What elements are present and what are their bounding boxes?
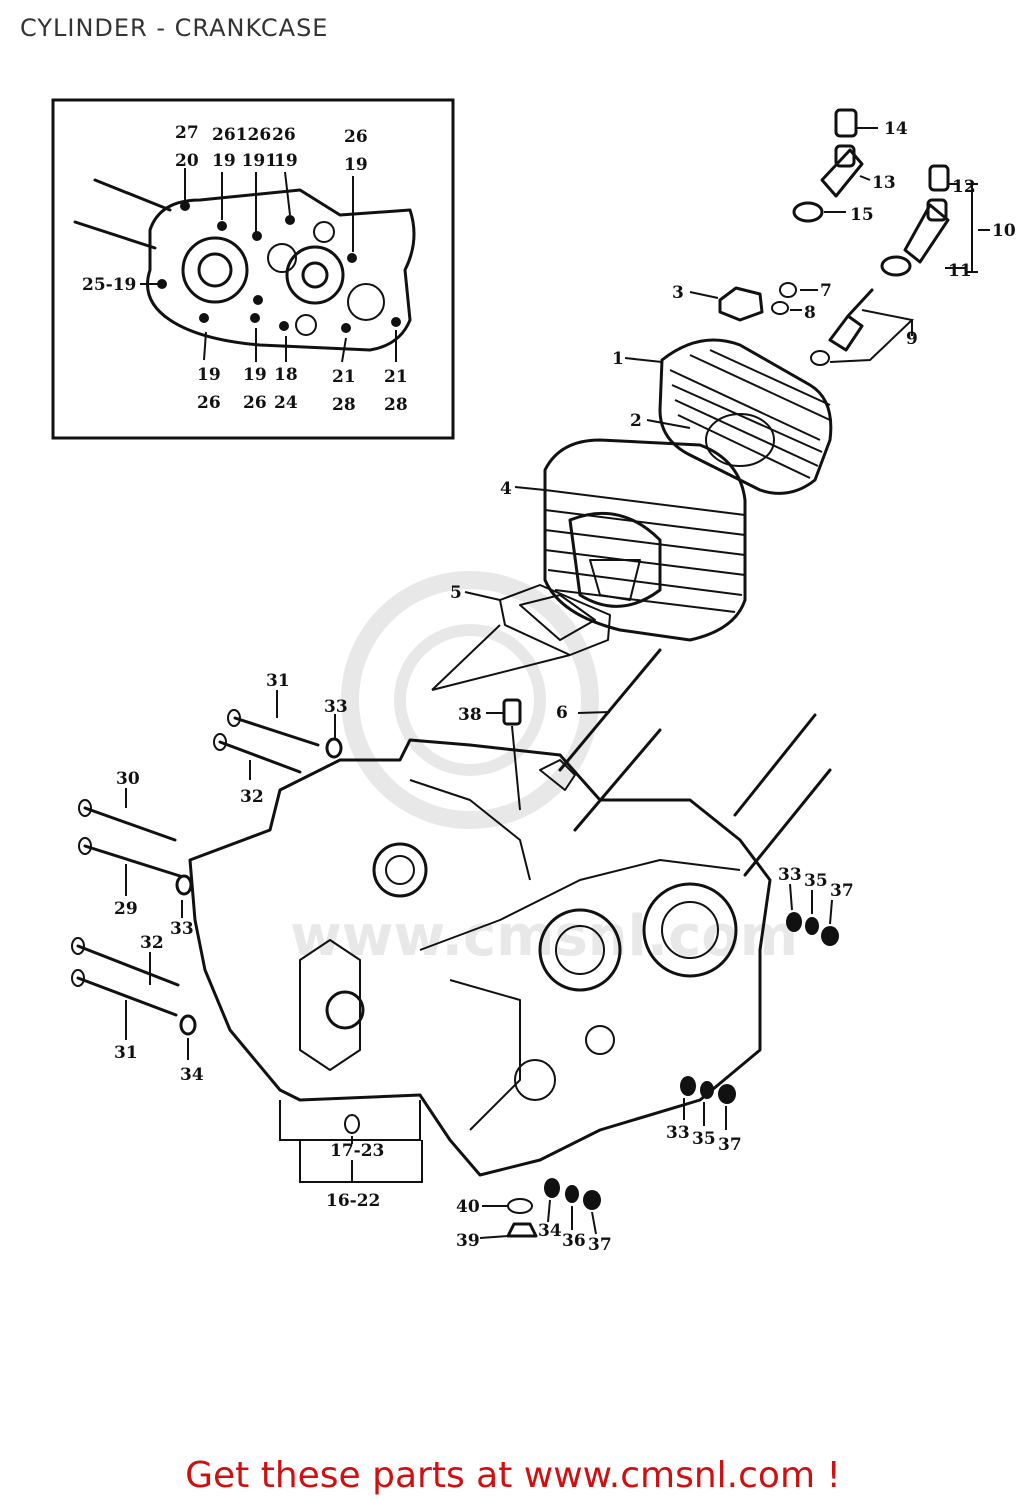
cylinder-gasket — [431, 584, 611, 691]
label-19: 19 — [344, 155, 368, 175]
label-31: 31 — [114, 1043, 138, 1063]
label-21: 21 — [332, 367, 356, 387]
footer-shop-link[interactable]: Get these parts at www.cmsnl.com ! — [185, 1455, 841, 1496]
label-35: 35 — [804, 871, 828, 891]
label-37: 37 — [718, 1135, 742, 1155]
label-8: 8 — [804, 303, 816, 323]
label-15: 15 — [850, 205, 874, 225]
label-19: 19 — [197, 365, 221, 385]
page-title: CYLINDER - CRANKCASE — [20, 14, 329, 42]
label-10: 10 — [992, 221, 1016, 241]
label-1: 1 — [612, 349, 624, 369]
label-7: 7 — [820, 281, 832, 301]
label-26126: 26126 — [212, 125, 271, 145]
label-30: 30 — [116, 769, 140, 789]
label-36: 36 — [562, 1231, 586, 1251]
label-32: 32 — [240, 787, 264, 807]
label-24: 24 — [274, 393, 298, 413]
inset-box — [51, 98, 455, 440]
label-2: 2 — [630, 411, 642, 431]
cylinder — [514, 438, 747, 642]
watermark-text: www.cmsnl.com — [290, 904, 798, 969]
label-21: 21 — [384, 367, 408, 387]
label-31: 31 — [266, 671, 290, 691]
part-labels: 14 13 15 12 10 11 3 7 8 9 1 2 4 5 6 38 3… — [114, 119, 1016, 1255]
watermark: www.cmsnl.com — [290, 571, 798, 969]
label-19: 19 — [274, 151, 298, 171]
label-33: 33 — [666, 1123, 690, 1143]
spark-plug-cap-parts — [689, 108, 990, 366]
label-20: 20 — [175, 151, 199, 171]
label-4: 4 — [500, 479, 512, 499]
label-19: 19 — [243, 365, 267, 385]
label-27: 27 — [175, 123, 199, 143]
cylinder-studs — [558, 648, 832, 877]
label-17-23: 17-23 — [330, 1141, 384, 1161]
label-18: 18 — [274, 365, 298, 385]
label-9: 9 — [906, 329, 918, 349]
label-37: 37 — [830, 881, 854, 901]
label-13: 13 — [872, 173, 896, 193]
crankcase-bolts — [71, 690, 522, 1060]
label-33: 33 — [170, 919, 194, 939]
label-25-19: 25-19 — [82, 275, 136, 295]
label-28: 28 — [332, 395, 356, 415]
label-5: 5 — [450, 583, 462, 603]
label-29: 29 — [114, 899, 138, 919]
label-33: 33 — [778, 865, 802, 885]
label-38: 38 — [458, 705, 482, 725]
cylinder-head — [624, 338, 833, 495]
crankcase — [188, 738, 772, 1177]
label-26: 26 — [344, 127, 368, 147]
washers-nuts — [279, 883, 839, 1239]
label-34: 34 — [180, 1065, 204, 1085]
label-26: 26 — [243, 393, 267, 413]
label-33: 33 — [324, 697, 348, 717]
label-26: 26 — [197, 393, 221, 413]
label-37: 37 — [588, 1235, 612, 1255]
label-6: 6 — [556, 703, 568, 723]
inset-labels: 27 20 26126 19 191 26 19 26 19 25-19 19 … — [82, 123, 408, 415]
label-32: 32 — [140, 933, 164, 953]
label-11: 11 — [948, 261, 972, 281]
label-14: 14 — [884, 119, 908, 139]
label-26: 26 — [272, 125, 296, 145]
label-16-22: 16-22 — [326, 1191, 380, 1211]
label-39: 39 — [456, 1231, 480, 1251]
label-35: 35 — [692, 1129, 716, 1149]
label-40: 40 — [456, 1197, 480, 1217]
label-19-191: 19 191 — [212, 151, 277, 171]
label-12: 12 — [952, 177, 976, 197]
label-3: 3 — [672, 283, 684, 303]
label-28: 28 — [384, 395, 408, 415]
label-34: 34 — [538, 1221, 562, 1241]
